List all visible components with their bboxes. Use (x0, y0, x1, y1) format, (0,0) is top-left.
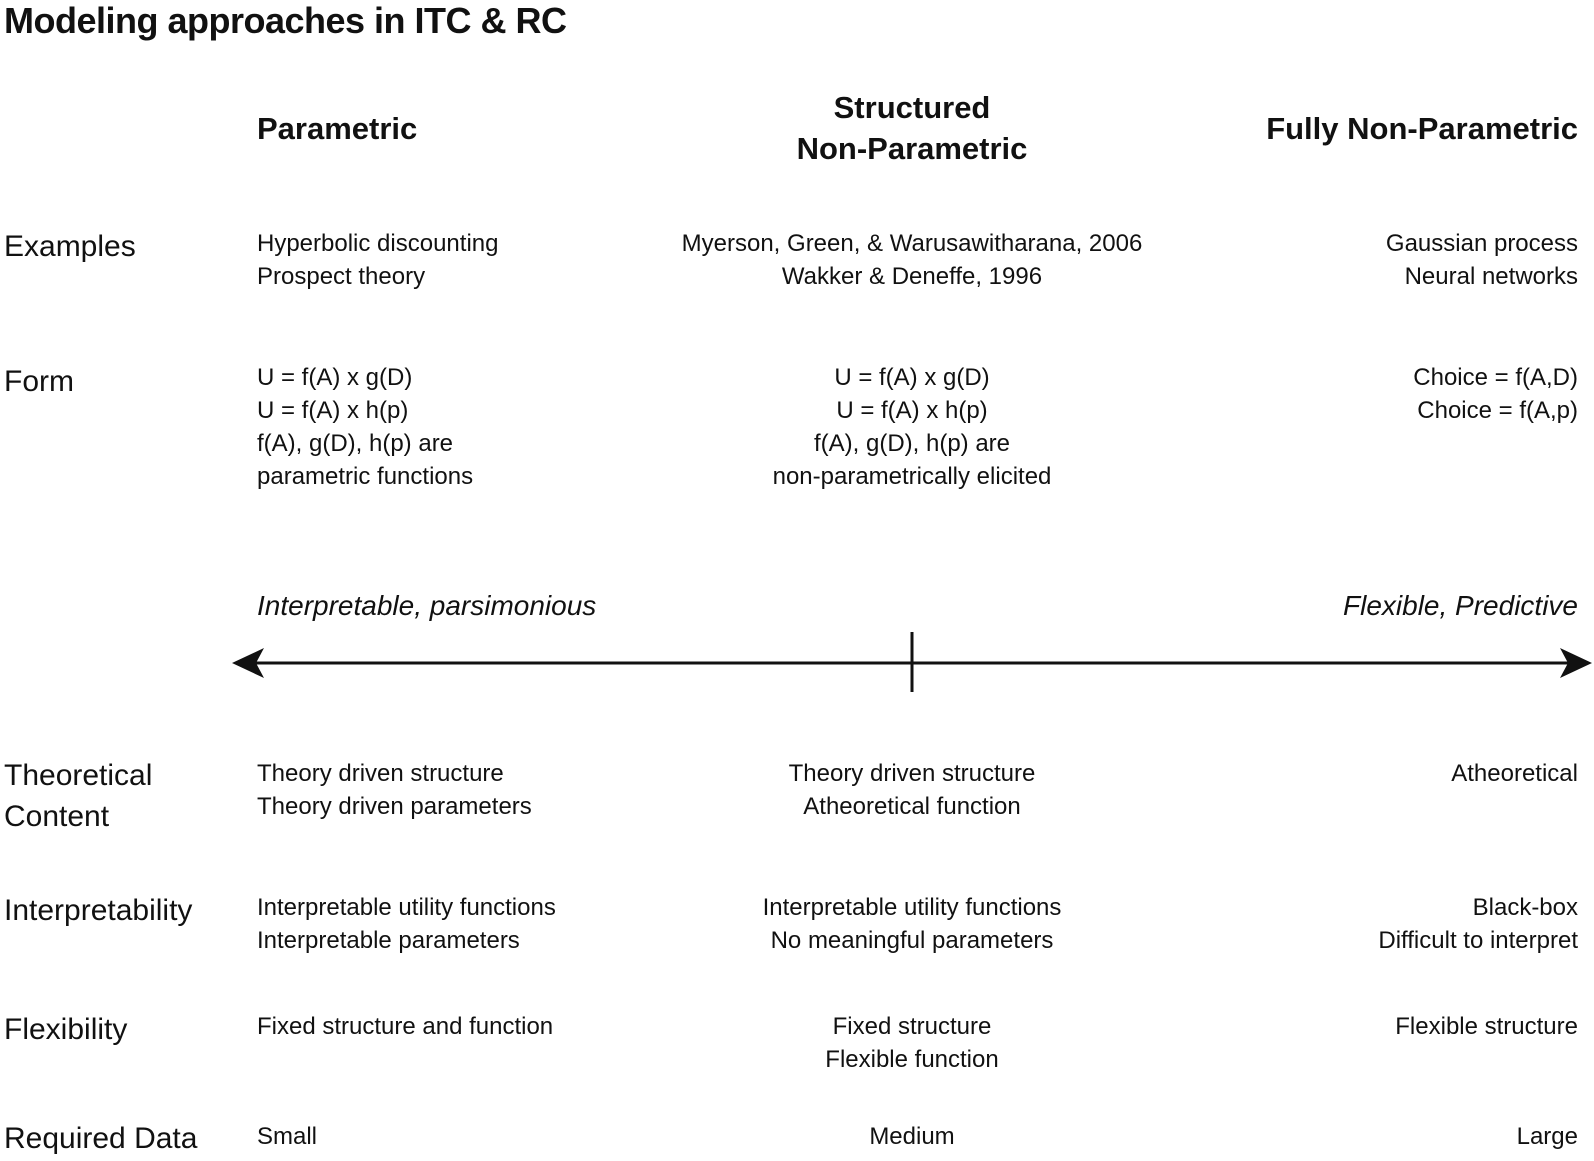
row-label-line: Examples (4, 230, 136, 263)
form-parametric-cell: U = f(A) x g(D) U = f(A) x h(p) f(A), g(… (257, 361, 473, 493)
cell-line: Flexible function (825, 1046, 999, 1073)
cell-line: Small (257, 1123, 318, 1150)
cell-line: U = f(A) x h(p) (836, 397, 988, 424)
cell-line: non-parametrically elicited (772, 463, 1052, 490)
examples-structured-cell: Myerson, Green, & Warusawitharana, 2006 … (607, 227, 1217, 293)
column-header-parametric: Parametric (257, 108, 417, 149)
theoretical-fully-cell: Atheoretical (1451, 757, 1578, 790)
spectrum-axis (232, 632, 1592, 692)
cell-line: U = f(A) x h(p) (257, 397, 409, 424)
column-header-line: Parametric (257, 111, 418, 146)
cell-line: Prospect theory (257, 263, 426, 290)
theoretical-parametric-cell: Theory driven structure Theory driven pa… (257, 757, 532, 823)
cell-line: Difficult to interpret (1378, 927, 1578, 954)
row-label-theoretical-content: Theoretical Content (4, 755, 152, 837)
column-header-structured: Structured Non-Parametric (607, 87, 1217, 169)
cell-line: Hyperbolic discounting (257, 230, 499, 257)
cell-line: f(A), g(D), h(p) are (257, 430, 454, 457)
row-label-line: Interpretability (4, 894, 193, 927)
row-label-form: Form (4, 361, 74, 402)
interpretability-structured-cell: Interpretable utility functions No meani… (607, 891, 1217, 957)
flexibility-parametric-cell: Fixed structure and function (257, 1010, 553, 1043)
column-header-line: Non-Parametric (796, 131, 1028, 166)
form-fully-cell: Choice = f(A,D) Choice = f(A,p) (1413, 361, 1578, 427)
required-data-fully-cell: Large (1517, 1120, 1578, 1153)
cell-line: Atheoretical (1451, 760, 1578, 787)
row-label-required-data: Required Data (4, 1118, 197, 1159)
cell-line: f(A), g(D), h(p) are (813, 430, 1011, 457)
cell-line: Fixed structure (832, 1013, 992, 1040)
flexibility-structured-cell: Fixed structure Flexible function (607, 1010, 1217, 1076)
cell-line: Myerson, Green, & Warusawitharana, 2006 (681, 230, 1143, 257)
form-structured-cell: U = f(A) x g(D) U = f(A) x h(p) f(A), g(… (607, 361, 1217, 493)
cell-line: Black-box (1472, 894, 1578, 921)
cell-line: Interpretable utility functions (257, 894, 556, 921)
row-label-line: Content (4, 800, 110, 833)
column-header-fully-nonparametric: Fully Non-Parametric (1266, 108, 1578, 149)
cell-line: Flexible structure (1395, 1013, 1578, 1040)
cell-line: Choice = f(A,D) (1413, 364, 1578, 391)
cell-line: Neural networks (1404, 263, 1578, 290)
cell-line: Interpretable utility functions (762, 894, 1062, 921)
right-arrowhead-icon (1560, 648, 1592, 678)
left-arrowhead-icon (232, 648, 264, 678)
row-label-line: Flexibility (4, 1013, 128, 1046)
axis-left-label: Interpretable, parsimonious (257, 590, 597, 621)
row-label-flexibility: Flexibility (4, 1009, 127, 1050)
cell-line: Interpretable parameters (257, 927, 520, 954)
page-title: Modeling approaches in ITC & RC (4, 0, 567, 41)
row-label-line: Theoretical (4, 759, 153, 792)
examples-parametric-cell: Hyperbolic discounting Prospect theory (257, 227, 498, 293)
row-label-interpretability: Interpretability (4, 890, 192, 931)
cell-line: Large (1516, 1123, 1578, 1150)
required-data-structured-cell: Medium (607, 1120, 1217, 1153)
cell-line: Theory driven parameters (257, 793, 532, 820)
cell-line: U = f(A) x g(D) (834, 364, 990, 391)
examples-fully-cell: Gaussian process Neural networks (1386, 227, 1578, 293)
interpretability-fully-cell: Black-box Difficult to interpret (1378, 891, 1578, 957)
column-header-line: Fully Non-Parametric (1266, 111, 1578, 146)
theoretical-structured-cell: Theory driven structure Atheoretical fun… (607, 757, 1217, 823)
cell-line: U = f(A) x g(D) (257, 364, 413, 391)
cell-line: Medium (869, 1123, 955, 1150)
cell-line: parametric functions (257, 463, 474, 490)
flexibility-fully-cell: Flexible structure (1395, 1010, 1578, 1043)
cell-line: Atheoretical function (803, 793, 1021, 820)
row-label-examples: Examples (4, 226, 136, 267)
cell-line: Theory driven structure (788, 760, 1036, 787)
cell-line: Wakker & Deneffe, 1996 (781, 263, 1043, 290)
cell-line: No meaningful parameters (770, 927, 1054, 954)
axis-right-label: Flexible, Predictive (1343, 590, 1578, 621)
cell-line: Choice = f(A,p) (1417, 397, 1578, 424)
column-header-line: Structured (833, 90, 991, 125)
required-data-parametric-cell: Small (257, 1120, 317, 1153)
interpretability-parametric-cell: Interpretable utility functions Interpre… (257, 891, 556, 957)
cell-line: Theory driven structure (257, 760, 504, 787)
cell-line: Gaussian process (1385, 230, 1578, 257)
cell-line: Fixed structure and function (257, 1013, 554, 1040)
row-label-line: Required Data (4, 1122, 198, 1155)
row-label-line: Form (4, 365, 74, 398)
